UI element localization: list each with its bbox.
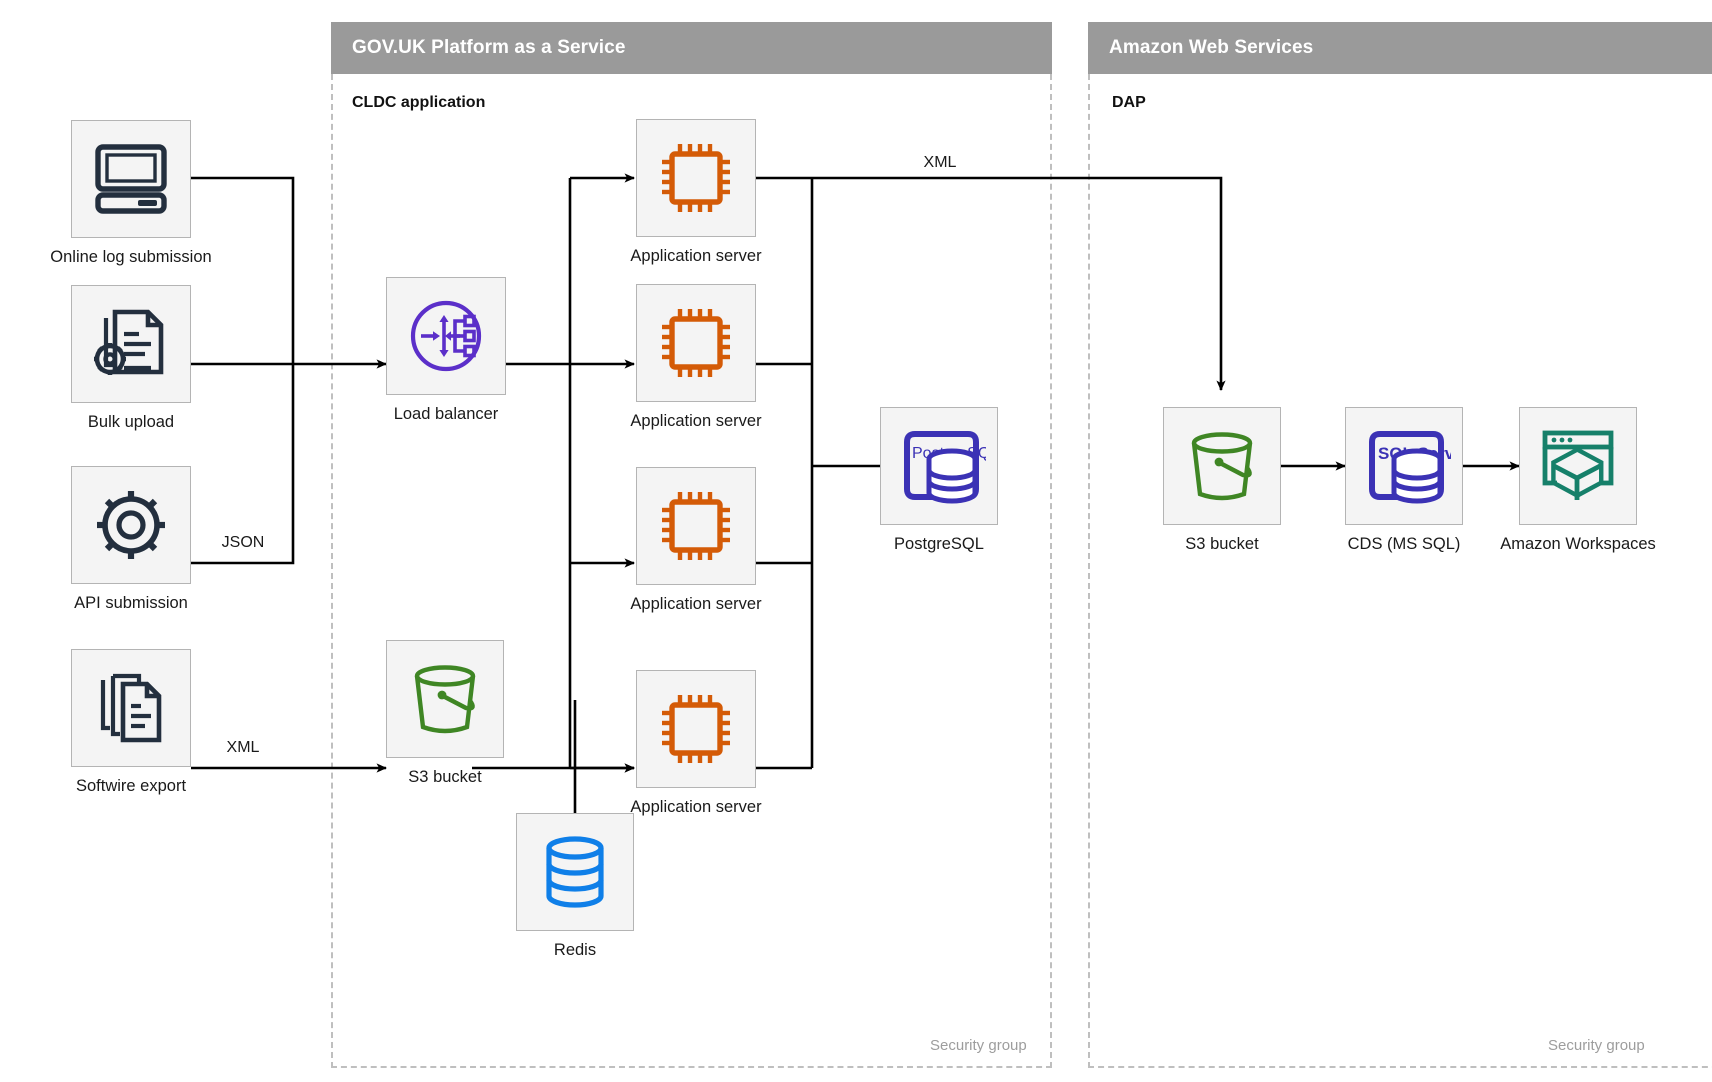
node-label: CDS (MS SQL) — [1347, 535, 1461, 553]
icon-box — [636, 284, 756, 402]
icon-box — [71, 285, 191, 403]
node-bulk-upload[interactable]: Bulk upload — [71, 285, 191, 431]
node-postgresql[interactable]: PostgreSQL PostgreSQL — [880, 407, 998, 553]
node-label: API submission — [74, 594, 188, 612]
node-label: S3 bucket — [1185, 535, 1259, 553]
group-title-aws: Amazon Web Services — [1109, 37, 1314, 58]
icon-box — [386, 640, 504, 758]
sql-server-database-icon: SQL Server — [1369, 431, 1451, 504]
node-dap-s3-bucket[interactable]: S3 bucket — [1163, 407, 1281, 553]
security-group-label-aws: Security group — [1548, 1037, 1645, 1054]
gear-icon — [97, 491, 165, 559]
edge-label-appserver-xml: XML — [923, 154, 957, 171]
edge-label-softwire-xml: XML — [226, 739, 260, 756]
node-label: Application server — [630, 798, 762, 816]
node-app-server-3[interactable]: Application server — [630, 467, 762, 613]
icon-box: SQL Server — [1345, 407, 1463, 525]
group-sublabel-dap: DAP — [1112, 94, 1146, 111]
node-app-server-1[interactable]: Application server — [630, 119, 762, 265]
node-app-server-2[interactable]: Application server — [630, 284, 762, 430]
icon-box — [1519, 407, 1637, 525]
cpu-chip-icon — [662, 492, 730, 560]
icon-box — [516, 813, 634, 931]
group-header-aws: Amazon Web Services — [1088, 22, 1712, 74]
group-sublabel-cldc-application: CLDC application — [352, 94, 486, 111]
postgresql-database-icon: PostgreSQL — [904, 431, 986, 504]
icon-box — [1163, 407, 1281, 525]
node-load-balancer[interactable]: Load balancer — [386, 277, 506, 423]
group-title-govuk-paas: GOV.UK Platform as a Service — [352, 37, 626, 58]
load-balancer-icon — [410, 300, 482, 372]
node-softwire-export[interactable]: Softwire export — [71, 649, 191, 795]
cpu-chip-icon — [662, 695, 730, 763]
icon-box — [386, 277, 506, 395]
node-label: S3 bucket — [408, 768, 482, 786]
node-paas-s3-bucket[interactable]: S3 bucket — [386, 640, 504, 786]
cpu-chip-icon — [662, 309, 730, 377]
icon-box: PostgreSQL — [880, 407, 998, 525]
node-redis[interactable]: Redis — [516, 813, 634, 959]
node-app-server-4[interactable]: Application server — [630, 670, 762, 816]
security-group-label-govuk-paas: Security group — [930, 1037, 1027, 1054]
node-label: Bulk upload — [87, 413, 175, 431]
icon-box — [71, 466, 191, 584]
edge-label-json: JSON — [221, 534, 265, 551]
icon-box — [71, 649, 191, 767]
amazon-workspaces-icon — [1542, 430, 1614, 500]
s3-bucket-icon — [1191, 432, 1253, 501]
node-label: PostgreSQL — [894, 535, 984, 553]
s3-bucket-icon — [414, 665, 476, 734]
node-label: Redis — [553, 941, 597, 959]
node-label: Online log submission — [50, 248, 212, 266]
node-label: Amazon Workspaces — [1500, 535, 1656, 553]
group-body-aws — [1088, 74, 1712, 1068]
node-api-submission[interactable]: API submission — [71, 466, 191, 612]
group-header-govuk-paas: GOV.UK Platform as a Service — [331, 22, 1052, 74]
documents-stack-icon — [100, 673, 162, 743]
node-amazon-workspaces[interactable]: Amazon Workspaces — [1500, 407, 1656, 553]
node-label: Application server — [630, 247, 762, 265]
node-online-log-submission[interactable]: Online log submission — [50, 120, 212, 266]
cpu-chip-icon — [662, 144, 730, 212]
node-label: Load balancer — [393, 405, 499, 423]
icon-box — [636, 119, 756, 237]
node-label: Application server — [630, 412, 762, 430]
redis-database-icon — [546, 836, 604, 908]
icon-box — [71, 120, 191, 238]
document-gear-icon — [94, 309, 164, 375]
group-body-govuk-paas — [331, 74, 1052, 1068]
node-cds-ms-sql[interactable]: SQL Server CDS (MS SQL) — [1345, 407, 1463, 553]
node-label: Application server — [630, 595, 762, 613]
icon-box — [636, 467, 756, 585]
icon-box — [636, 670, 756, 788]
desktop-computer-icon — [95, 144, 167, 214]
node-label: Softwire export — [75, 777, 187, 795]
